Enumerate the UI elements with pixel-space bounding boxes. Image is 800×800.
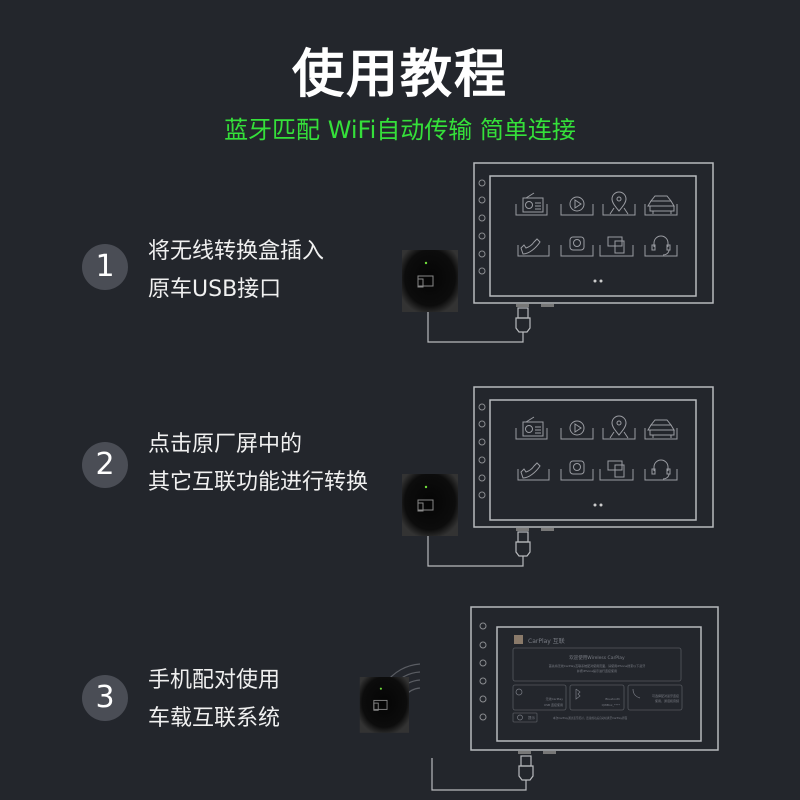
tip-text: 本次CarPlay通过蓝牙配对，连接成功后自动切换至CarPlay界面 [553, 716, 628, 720]
step-1-line-1: 将无线转换盒插入 [148, 239, 325, 264]
card1-line1: 无线CarPlay [546, 696, 564, 701]
step-1-line-2: 原车USB接口 [148, 277, 282, 302]
card2-line2: QWBox_**** [602, 703, 621, 707]
step-2-number: 2 [82, 442, 128, 488]
card3-line1: 可选择配对蓝牙连接 [652, 693, 679, 698]
carplay-welcome: 欢迎使用Wireless CarPlay [569, 654, 625, 661]
car-screen-2 [473, 386, 714, 532]
card1-line2: USB 连接使用 [544, 702, 563, 707]
card2-line1: Bluetooth [605, 697, 620, 701]
card3-line2: 使用，通话和音频 [655, 698, 679, 703]
step-3-illustration: CarPlay 互联 欢迎使用Wireless CarPlay 首先将无线Car… [359, 606, 719, 791]
carplay-intro-2: 并按iPhone提示进行连接使用 [577, 668, 617, 673]
tip-button[interactable]: 提示 [528, 715, 536, 720]
usb-cable-2 [427, 531, 531, 567]
step-3-number: 3 [82, 675, 128, 721]
step-1-text: 将无线转换盒插入 原车USB接口 [148, 233, 324, 309]
step-3-text: 手机配对使用 车载互联系统 [148, 662, 280, 738]
phone-icon [632, 688, 641, 699]
wireless-box-2 [401, 473, 459, 537]
car-screen-1 [473, 162, 714, 308]
carplay-intro-1: 首先将无线CarPlay互联系统配对使用页面，请使用iPhone搜索以下蓝牙 [549, 663, 646, 668]
usb-cable-3 [431, 755, 534, 791]
carplay-header: CarPlay 互联 [528, 637, 565, 645]
step-3-line-1: 手机配对使用 [148, 668, 281, 693]
usb-cable-1 [427, 307, 531, 343]
step-1-number: 1 [82, 244, 128, 290]
step-1-illustration [401, 162, 714, 343]
carplay-icon [515, 688, 523, 696]
page-subtitle: 蓝牙匹配 WiFi自动传输 简单连接 [224, 116, 576, 144]
car-screen-3: CarPlay 互联 欢迎使用Wireless CarPlay 首先将无线Car… [470, 606, 719, 754]
step-3-line-2: 车载互联系统 [148, 706, 281, 731]
step-2-illustration [401, 386, 714, 567]
step-2-text: 点击原厂屏中的 其它互联功能进行转换 [148, 426, 368, 502]
page-title: 使用教程 [291, 45, 508, 105]
info-icon [517, 714, 523, 721]
step-2-line-1: 点击原厂屏中的 [148, 432, 303, 457]
wireless-box-3 [359, 676, 410, 734]
wireless-box-1 [401, 249, 459, 313]
step-2-line-2: 其它互联功能进行转换 [148, 470, 369, 495]
bluetooth-icon [575, 688, 581, 700]
